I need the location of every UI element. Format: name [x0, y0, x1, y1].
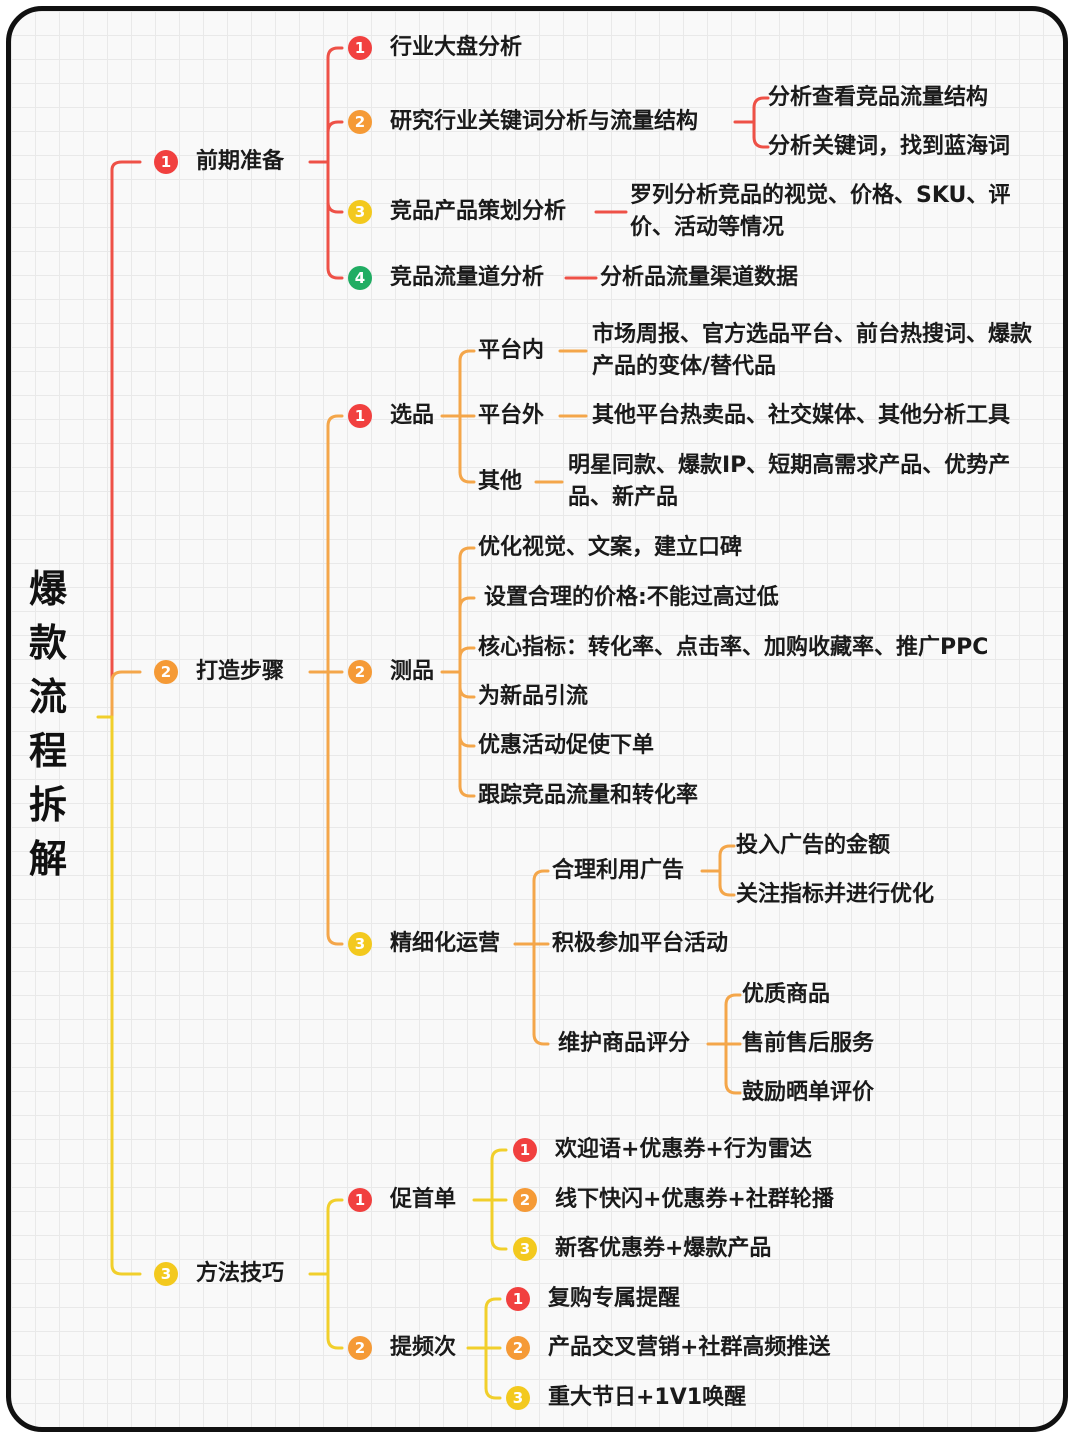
branch-1-fork — [326, 266, 344, 280]
item-label: 新客优惠券+爆款产品 — [555, 1236, 772, 1261]
operation-fork — [532, 1032, 550, 1046]
step-label: 研究行业关键词分析与流量结构 — [390, 109, 699, 134]
leaf-text: 优质商品 — [742, 982, 831, 1007]
group-label: 维护商品评分 — [558, 1031, 691, 1056]
step-label: 竞品产品策划分析 — [390, 199, 567, 224]
root-title: 爆款流程拆解 — [28, 567, 67, 881]
step-number-icon: 1 — [348, 404, 372, 428]
leaf-text: 关注指标并进行优化 — [736, 882, 935, 907]
group-label: 积极参加平台活动 — [552, 931, 729, 956]
step-number-icon: 2 — [348, 110, 372, 134]
branch-label: 前期准备 — [196, 149, 285, 174]
leaf-text: 售前售后服务 — [742, 1031, 875, 1056]
item-label: 产品交叉营销+社群高频推送 — [548, 1335, 831, 1360]
leaf-text: 分析品流量渠道数据 — [600, 265, 799, 290]
leaf-text: 明星同款、爆款IP、短期高需求产品、优势产品、新产品 — [568, 453, 1011, 510]
branch-3-connector — [110, 715, 142, 1276]
item-number-icon: 3 — [506, 1386, 530, 1410]
item-label: 重大节日+1V1唤醒 — [548, 1385, 747, 1410]
step-label: 精细化运营 — [390, 931, 501, 956]
item-label: 复购专属提醒 — [548, 1286, 681, 1311]
leaf-text: 优化视觉、文案，建立口碑 — [478, 535, 743, 560]
testing-fork — [458, 646, 476, 660]
item-number-icon: 3 — [513, 1237, 537, 1261]
leaf-text: 其他平台热卖品、社交媒体、其他分析工具 — [592, 403, 1011, 428]
leaf-text: 分析查看竞品流量结构 — [768, 85, 989, 110]
branch-label: 打造步骤 — [196, 659, 285, 684]
frequency-fork — [484, 1386, 502, 1400]
step-label: 促首单 — [390, 1187, 457, 1212]
step-number-icon: 2 — [348, 660, 372, 684]
branch-3-fork — [326, 1336, 344, 1350]
branch-1-fork — [326, 200, 344, 214]
selection-fork — [458, 470, 476, 484]
testing-fork — [458, 685, 476, 699]
step-number-icon: 3 — [348, 200, 372, 224]
ads-fork — [718, 844, 736, 858]
branch-1-connector — [110, 160, 142, 719]
keyword-fork — [752, 96, 770, 110]
mind-map-canvas — [6, 6, 1068, 1432]
item-number-icon: 2 — [513, 1188, 537, 1212]
leaf-text: 鼓励晒单评价 — [742, 1080, 875, 1105]
item-label: 线下快闪+优惠券+社群轮播 — [555, 1187, 834, 1212]
group-label: 合理利用广告 — [552, 858, 685, 883]
group-label: 平台外 — [478, 403, 545, 428]
step-number-icon: 2 — [348, 1336, 372, 1360]
branch-1-fork — [326, 120, 344, 134]
step-label: 提频次 — [390, 1335, 457, 1360]
step-label: 测品 — [390, 659, 435, 684]
frequency-fork — [484, 1297, 502, 1311]
operation-fork — [532, 869, 550, 883]
rating-fork — [724, 993, 742, 1007]
leaf-text: 市场周报、官方选品平台、前台热搜词、爆款产品的变体/替代品 — [592, 322, 1033, 379]
first-order-fork — [490, 1148, 508, 1162]
branch-2-connector — [110, 670, 142, 719]
branch-number-icon: 3 — [154, 1262, 178, 1286]
step-label: 竞品流量道分析 — [390, 265, 545, 290]
group-label: 其他 — [478, 469, 523, 494]
keyword-fork — [752, 135, 770, 149]
leaf-text: 投入广告的金额 — [736, 833, 891, 858]
branch-1-fork — [326, 46, 344, 60]
ads-fork — [718, 883, 736, 897]
item-number-icon: 1 — [513, 1138, 537, 1162]
testing-fork — [458, 596, 476, 610]
branch-3-fork — [326, 1198, 344, 1212]
testing-fork — [458, 784, 476, 798]
step-label: 行业大盘分析 — [390, 35, 523, 60]
item-label: 欢迎语+优惠券+行为雷达 — [555, 1137, 812, 1162]
branch-2-fork — [326, 932, 344, 946]
group-label: 平台内 — [478, 338, 545, 363]
rating-fork — [724, 1081, 742, 1095]
item-number-icon: 1 — [506, 1287, 530, 1311]
branch-number-icon: 1 — [154, 150, 178, 174]
branch-2-fork — [326, 414, 344, 428]
testing-fork — [458, 734, 476, 748]
leaf-text: 分析关键词，找到蓝海词 — [768, 134, 1011, 159]
branch-number-icon: 2 — [154, 660, 178, 684]
testing-fork — [458, 546, 476, 560]
leaf-text: 优惠活动促使下单 — [478, 733, 655, 758]
item-number-icon: 2 — [506, 1336, 530, 1360]
leaf-text: 罗列分析竞品的视觉、价格、SKU、评价、活动等情况 — [630, 183, 1011, 240]
leaf-text: 为新品引流 — [478, 684, 589, 709]
step-number-icon: 3 — [348, 932, 372, 956]
selection-fork — [458, 349, 476, 363]
first-order-fork — [490, 1237, 508, 1251]
leaf-text: 跟踪竞品流量和转化率 — [478, 783, 699, 808]
step-label: 选品 — [390, 403, 435, 428]
step-number-icon: 1 — [348, 1188, 372, 1212]
leaf-text: 核心指标：转化率、点击率、加购收藏率、推广PPC — [478, 635, 989, 660]
branch-label: 方法技巧 — [196, 1261, 285, 1286]
step-number-icon: 1 — [348, 36, 372, 60]
leaf-text: 设置合理的价格:不能过高过低 — [484, 585, 779, 610]
step-number-icon: 4 — [348, 266, 372, 290]
